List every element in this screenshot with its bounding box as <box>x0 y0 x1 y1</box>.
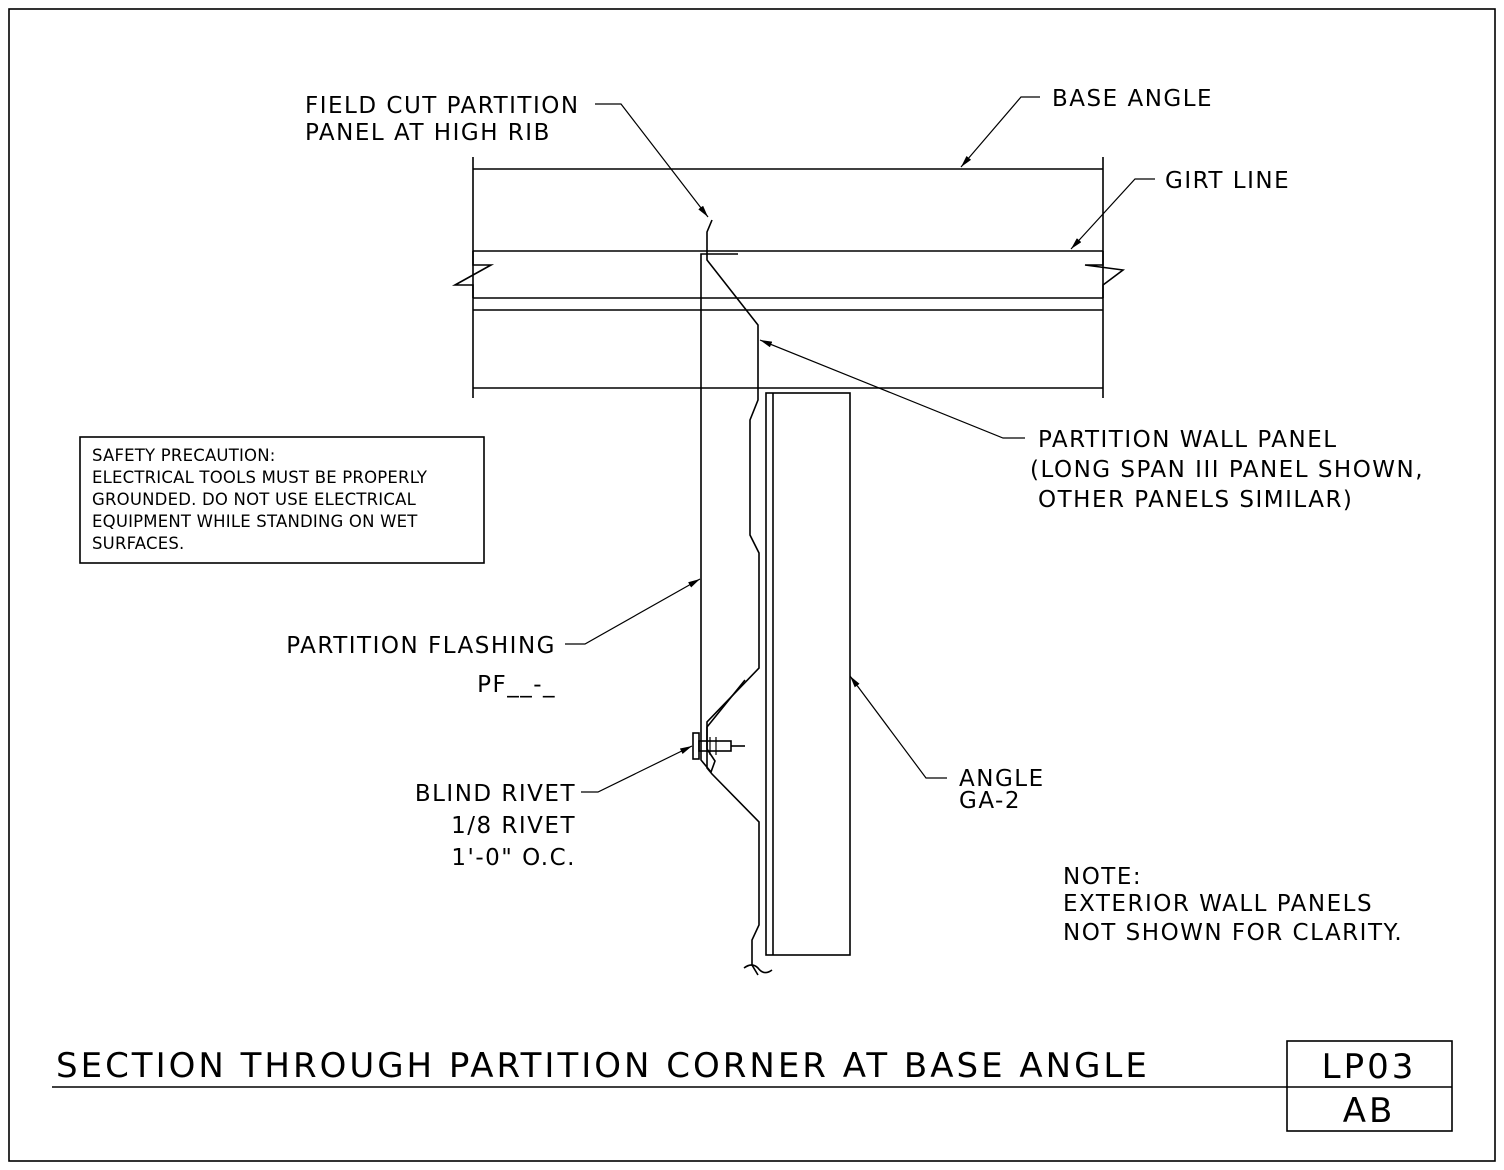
angle-outline <box>765 392 851 956</box>
safety-line-1: SAFETY PRECAUTION: <box>92 446 276 465</box>
partition-wall-panel <box>706 219 773 976</box>
leader-field-cut <box>595 103 709 218</box>
drawing-title: SECTION THROUGH PARTITION CORNER AT BASE… <box>56 1046 1150 1086</box>
safety-note: SAFETY PRECAUTION: ELECTRICAL TOOLS MUST… <box>79 436 485 564</box>
angle-line-2: GA-2 <box>959 788 1021 814</box>
blind-rivet <box>692 732 745 760</box>
rivet-line-2: 1/8 RIVET <box>451 813 576 839</box>
flashing-line-1: PARTITION FLASHING <box>286 633 556 659</box>
callout-angle: ANGLE GA-2 <box>959 766 1045 814</box>
callout-field-cut: FIELD CUT PARTITION PANEL AT HIGH RIB <box>305 93 580 146</box>
callout-blind-rivet: BLIND RIVET 1/8 RIVET 1'-0" O.C. <box>415 781 576 871</box>
callout-partition-wall-panel: PARTITION WALL PANEL (LONG SPAN III PANE… <box>1030 427 1424 513</box>
safety-line-2: ELECTRICAL TOOLS MUST BE PROPERLY <box>92 468 428 487</box>
panel-profile <box>706 219 760 976</box>
title-block: SECTION THROUGH PARTITION CORNER AT BASE… <box>52 1040 1453 1132</box>
rivet-line-1: BLIND RIVET <box>415 781 576 807</box>
callout-base-angle: BASE ANGLE <box>1052 86 1213 112</box>
detail-number: LP03 <box>1322 1047 1417 1087</box>
rivet-line-3: 1'-0" O.C. <box>451 845 576 871</box>
flashing-profile <box>700 253 746 774</box>
detail-box <box>1286 1040 1453 1132</box>
panel-break-end <box>743 964 773 974</box>
safety-line-4: EQUIPMENT WHILE STANDING ON WET <box>92 512 418 531</box>
general-note-line-2: EXTERIOR WALL PANELS <box>1063 891 1373 917</box>
field-cut-line-2: PANEL AT HIGH RIB <box>305 120 551 146</box>
flashing-line-2: PF__-_ <box>477 672 556 698</box>
wall-panel-line-1: PARTITION WALL PANEL <box>1038 427 1338 453</box>
break-symbol-left <box>451 251 495 298</box>
leader-partition-wall-panel <box>759 339 1025 439</box>
angle-line-1: ANGLE <box>959 766 1045 792</box>
leader-base-angle <box>960 96 1040 168</box>
girt-assembly <box>451 157 1126 398</box>
leader-angle <box>849 675 947 779</box>
callout-girt-line: GIRT LINE <box>1165 168 1290 194</box>
angle-ga2 <box>765 392 851 956</box>
partition-flashing <box>700 253 746 774</box>
break-symbol-right <box>1084 251 1126 298</box>
wall-panel-line-2: (LONG SPAN III PANEL SHOWN, <box>1030 457 1424 483</box>
general-note-line-1: NOTE: <box>1063 864 1142 890</box>
general-note: NOTE: EXTERIOR WALL PANELS NOT SHOWN FOR… <box>1063 864 1403 946</box>
safety-note-box <box>79 436 485 564</box>
leader-partition-flashing <box>565 578 701 645</box>
callout-partition-flashing: PARTITION FLASHING PF__-_ <box>286 633 556 698</box>
general-note-line-3: NOT SHOWN FOR CLARITY. <box>1063 920 1403 946</box>
leader-girt-line <box>1070 178 1155 250</box>
rivet-head <box>692 732 700 760</box>
sheet-code: AB <box>1343 1091 1396 1131</box>
leaders <box>565 96 1155 793</box>
safety-line-5: SURFACES. <box>92 534 184 553</box>
safety-line-3: GROUNDED. DO NOT USE ELECTRICAL <box>92 490 417 509</box>
wall-panel-line-3: OTHER PANELS SIMILAR) <box>1038 487 1353 513</box>
field-cut-line-1: FIELD CUT PARTITION <box>305 93 580 119</box>
leader-blind-rivet <box>581 745 693 793</box>
sheet-border <box>8 8 1496 1162</box>
rivet-body <box>698 740 732 752</box>
